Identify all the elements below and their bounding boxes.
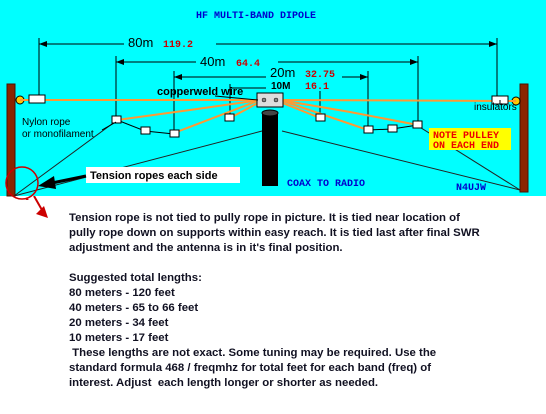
paragraph-line: adjustment and the antenna is in it's fi… <box>69 242 343 254</box>
nylon-pointer <box>101 121 117 131</box>
band-20m-length: 32.75 <box>305 70 335 81</box>
length-item: 20 meters - 34 feet <box>69 317 169 329</box>
callsign-label: N4UJW <box>456 183 486 194</box>
paragraph-line: pully rope down on supports within easy … <box>69 227 480 239</box>
terminal-icon <box>261 97 267 103</box>
terminal-icon <box>273 97 279 103</box>
dimension-80m: 80m 119.2 <box>38 35 498 96</box>
spacer <box>69 256 539 271</box>
wire-10m-right <box>279 101 321 119</box>
notes-text: Tension rope is not tied to pully rope i… <box>69 211 539 391</box>
copperweld-label: copperweld wire <box>157 86 243 98</box>
center-insulator <box>256 92 284 108</box>
band-40m-length: 64.4 <box>236 59 260 70</box>
insulators-label: insulators <box>474 102 517 113</box>
wire-40m-left <box>116 99 261 121</box>
coax-label: COAX TO RADIO <box>287 179 365 190</box>
dipole-diagram: HF MULTI-BAND DIPOLE 80m 119.2 40m 64.4 … <box>0 0 546 200</box>
wire-80m-right <box>279 99 517 102</box>
length-item: 10 meters - 17 feet <box>69 332 169 344</box>
note-line2: ON EACH END <box>433 141 499 152</box>
paragraph-line: Tension rope is not tied to pully rope i… <box>69 212 460 224</box>
band-80m-length: 119.2 <box>163 40 193 51</box>
tension-label-box <box>86 167 240 183</box>
detail-arrow-extension <box>33 196 48 218</box>
closing-line: These lengths are not exact. Some tuning… <box>69 347 437 359</box>
coax-cable <box>262 112 278 186</box>
coax-top <box>261 109 279 117</box>
nylon-label-line1: Nylon rope <box>22 117 71 128</box>
wire-10m-left <box>229 101 261 119</box>
closing-line: interest. Adjust each length longer or s… <box>69 377 379 389</box>
lengths-heading: Suggested total lengths: <box>69 272 202 284</box>
note-line1: NOTE PULLEY <box>433 131 499 142</box>
nylon-label-line2: or monofilament <box>22 129 94 140</box>
band-10m-length: 16.1 <box>305 82 329 93</box>
detail-circle <box>5 166 39 200</box>
ground-line-right <box>281 130 521 191</box>
note-pulley-box <box>429 128 511 150</box>
band-20m-label: 20m <box>270 65 295 80</box>
tension-arrow-shaft <box>51 174 87 185</box>
dimension-20m: 20m 32.75 <box>173 65 369 134</box>
right-mast <box>519 83 529 193</box>
nylon-rope-left <box>13 120 117 197</box>
dimension-40m: 40m 64.4 <box>115 54 419 125</box>
closing-line: standard formula 468 / freqmhz for total… <box>69 362 432 374</box>
rope-segment <box>116 119 146 132</box>
diagram-title: HF MULTI-BAND DIPOLE <box>196 11 316 22</box>
band-10m-label: 10M <box>271 81 290 92</box>
band-80m-label: 80m <box>128 35 153 50</box>
length-item: 40 meters - 65 to 66 feet <box>69 302 199 314</box>
band-40m-label: 40m <box>200 54 225 69</box>
tension-label: Tension ropes each side <box>90 170 218 182</box>
length-item: 80 meters - 120 feet <box>69 287 175 299</box>
copperweld-pointer <box>214 95 259 101</box>
left-mast <box>6 83 16 197</box>
wire-40m-right <box>279 99 419 126</box>
wire-20m-left <box>173 99 261 134</box>
tension-arrow-head <box>38 176 56 189</box>
